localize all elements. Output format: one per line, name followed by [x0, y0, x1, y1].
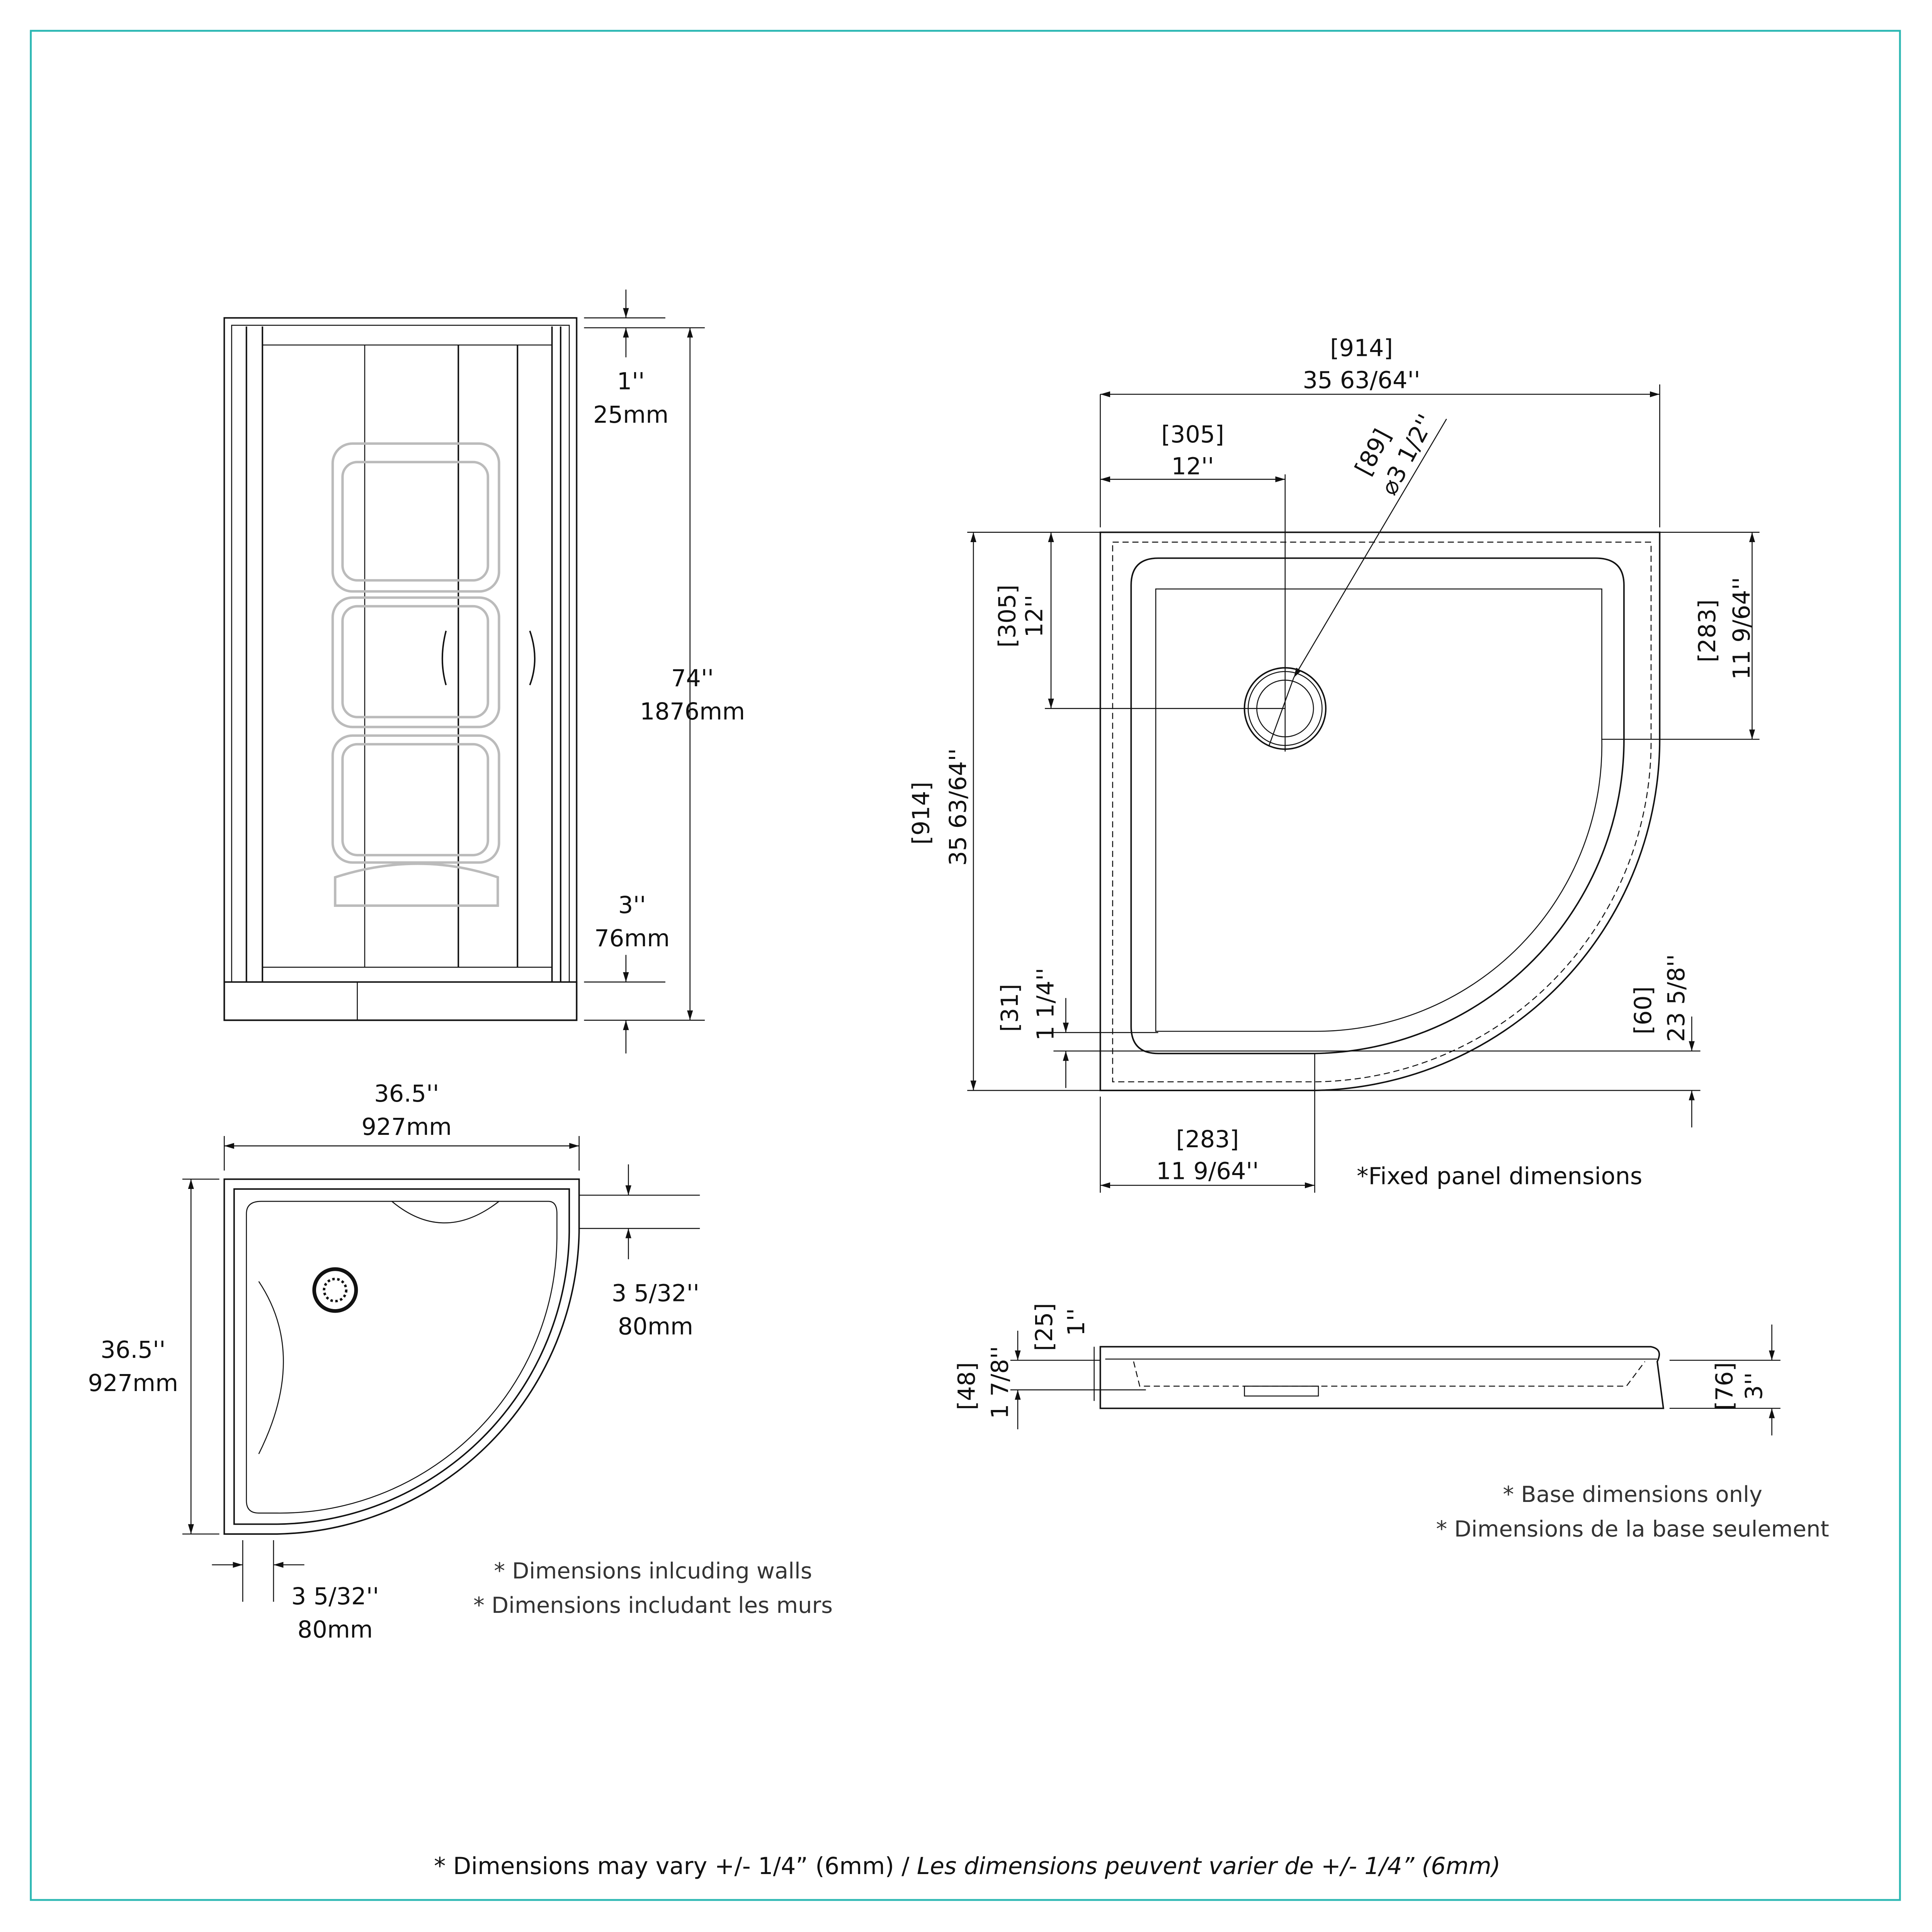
base-plan [967, 384, 1760, 1193]
front-base-in: 3'' [618, 892, 646, 919]
drain-icon [312, 1267, 358, 1313]
wall-bottom-in: 3 5/32'' [291, 1583, 379, 1610]
step-in: 1 1/4'' [1032, 968, 1059, 1041]
front-elevation [223, 289, 705, 1054]
wall-right-in: 3 5/32'' [612, 1280, 699, 1307]
plan-depth-in: 35 63/64'' [945, 748, 972, 866]
plan-width-mm: [914] [1330, 335, 1393, 362]
drain-y-in: 12'' [1021, 595, 1048, 637]
lip-in: 1'' [1063, 1308, 1090, 1336]
drain-y-mm: [305] [994, 585, 1021, 648]
plan-width-in: 35 63/64'' [1303, 367, 1420, 394]
wall-bottom-mm: 80mm [298, 1616, 373, 1643]
base-note-fr: * Dimensions de la base seulement [1436, 1516, 1829, 1542]
fixed-panel-note: *Fixed panel dimensions [1357, 1163, 1642, 1190]
lip-mm: [25] [1031, 1303, 1058, 1351]
step-mm: [31] [997, 984, 1024, 1032]
top-width-mm: 927mm [361, 1114, 452, 1141]
door-handle [529, 631, 536, 685]
top-note-en: * Dimensions inlcuding walls [494, 1558, 812, 1584]
base-note-en: * Base dimensions only [1503, 1481, 1762, 1507]
top-depth-in: 36.5'' [100, 1337, 165, 1364]
footer-note: * Dimensions may vary +/- 1/4” (6mm) / L… [434, 1853, 1500, 1880]
curb-in: 23 5/8'' [1663, 954, 1690, 1042]
top-view [182, 1136, 700, 1602]
floor-mm: [48] [953, 1362, 980, 1410]
top-width-in: 36.5'' [374, 1080, 439, 1107]
door-handle [441, 631, 447, 685]
right-in: 11 9/64'' [1728, 577, 1755, 680]
footer-en: * Dimensions may vary +/- 1/4” (6mm) / [434, 1853, 917, 1880]
top-depth-mm: 927mm [88, 1370, 179, 1397]
curb-mm: [60] [1630, 986, 1657, 1034]
front-top-in: 1'' [617, 368, 645, 395]
footer-fr: Les dimensions peuvent varier de +/- 1/4… [917, 1853, 1500, 1880]
floor-in: 1 7/8'' [986, 1346, 1014, 1419]
base-profile [1010, 1324, 1781, 1435]
wall-right-mm: 80mm [618, 1313, 693, 1340]
drain-x-mm: [305] [1161, 421, 1224, 448]
profile-height-mm: [76] [1711, 1362, 1738, 1410]
plan-depth-mm: [914] [908, 782, 935, 845]
front-top-mm: 25mm [593, 401, 668, 429]
front-height-mm: 1876mm [640, 698, 745, 725]
sheet-border [30, 30, 1901, 1901]
right-mm: [283] [1694, 599, 1721, 662]
front-base-mm: 76mm [594, 925, 670, 952]
bottom-in: 11 9/64'' [1156, 1158, 1259, 1185]
front-height-in: 74'' [671, 665, 714, 692]
bottom-mm: [283] [1176, 1126, 1239, 1153]
drain-x-in: 12'' [1172, 453, 1214, 480]
top-note-fr: * Dimensions includant les murs [473, 1592, 833, 1618]
profile-height-in: 3'' [1741, 1372, 1768, 1400]
